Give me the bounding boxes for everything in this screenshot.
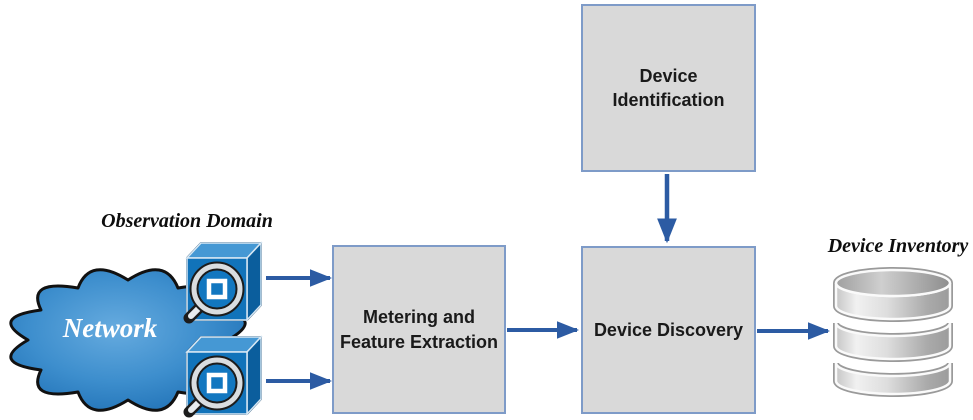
network-label: Network <box>62 313 158 343</box>
metering-feature-extraction-box: Metering and Feature Extraction <box>332 245 506 414</box>
observation-point-icon <box>186 335 266 417</box>
observation-domain-label: Observation Domain <box>101 210 273 232</box>
device-inventory-label: Device Inventory <box>827 235 969 257</box>
database-icon <box>833 267 953 397</box>
database-bands <box>834 268 952 396</box>
observation-point-icon <box>186 241 266 323</box>
device-discovery-box: Device Discovery <box>581 246 756 414</box>
device-identification-box: Device Identification <box>581 4 756 172</box>
